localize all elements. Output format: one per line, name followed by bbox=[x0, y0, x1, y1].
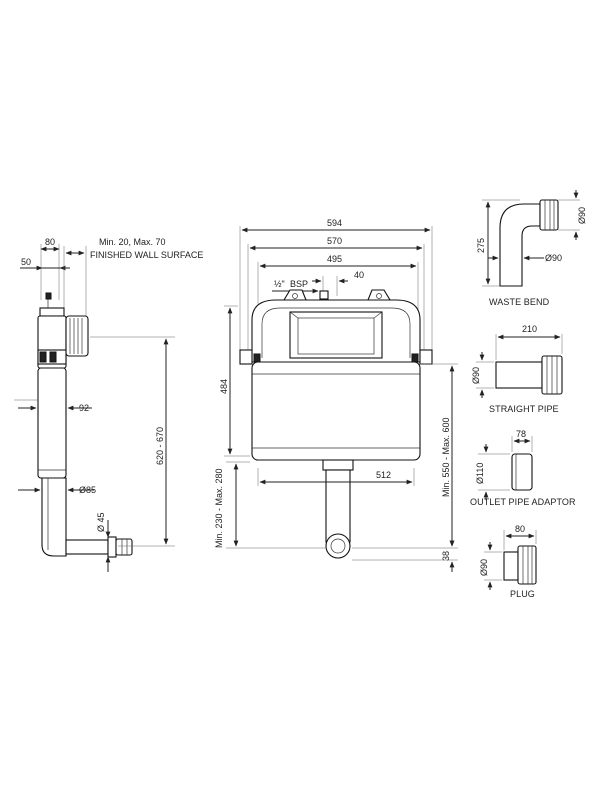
waste-bend-dim-height: 275 bbox=[476, 238, 486, 253]
waste-bend-collar bbox=[539, 199, 559, 231]
straight-pipe-dim-dia: Ø90 bbox=[471, 367, 481, 384]
side-down-pipe bbox=[41, 477, 67, 557]
front-right-rail bbox=[419, 349, 433, 365]
front-dim-right-range: Min. 550 - Max. 600 bbox=[441, 417, 451, 497]
front-view: 594 570 495 40 ½" BSP bbox=[214, 218, 458, 572]
adaptor-caption: OUTLET PIPE ADAPTOR bbox=[470, 497, 576, 507]
side-dim-width: 92 bbox=[79, 403, 89, 413]
front-dim-inner-width: 495 bbox=[327, 254, 342, 264]
front-outlet bbox=[325, 533, 351, 559]
front-dim-bsp: BSP bbox=[290, 279, 308, 289]
waste-bend-caption: WASTE BEND bbox=[489, 297, 550, 307]
side-wall-range: Min. 20, Max. 70 bbox=[99, 237, 166, 247]
front-flush-opening bbox=[289, 311, 383, 359]
side-cistern-lower bbox=[37, 367, 67, 479]
front-left-rail bbox=[239, 349, 253, 365]
plug: 80 Ø90 PLUG bbox=[479, 524, 537, 599]
front-dim-width: 570 bbox=[327, 236, 342, 246]
front-dim-height: 484 bbox=[219, 379, 229, 394]
front-dim-offset: 40 bbox=[354, 270, 364, 280]
side-dim-outlet-dia: Ø 45 bbox=[96, 512, 106, 532]
plug-dim-length: 80 bbox=[515, 524, 525, 534]
side-outlet-pipe bbox=[65, 539, 109, 555]
front-dim-overall-width: 594 bbox=[327, 218, 342, 228]
front-dim-left-range: Min. 230 - Max. 280 bbox=[214, 468, 224, 548]
side-dim-height: 620 - 670 bbox=[155, 427, 165, 465]
waste-bend-body bbox=[499, 203, 541, 287]
front-dim-bottom: 38 bbox=[441, 551, 451, 561]
side-dim-top: 80 bbox=[45, 237, 55, 247]
adaptor-body bbox=[511, 453, 533, 491]
side-outlet-collar bbox=[107, 536, 117, 558]
front-dim-bsp-prefix: ½" bbox=[274, 279, 285, 289]
outlet-pipe-adaptor: 78 Ø110 OUTLET PIPE ADAPTOR bbox=[470, 429, 576, 507]
plug-caption: PLUG bbox=[510, 589, 535, 599]
waste-bend-dim-side-dia: Ø90 bbox=[545, 253, 562, 263]
side-wall-surface: FINISHED WALL SURFACE bbox=[90, 250, 203, 260]
side-view: 80 50 Min. 20, Max. 70 FINISHED WALL SUR… bbox=[14, 237, 203, 572]
side-dim-left: 50 bbox=[21, 257, 31, 267]
side-top-valve bbox=[45, 292, 52, 300]
straight-pipe-caption: STRAIGHT PIPE bbox=[489, 404, 559, 414]
side-top-cap bbox=[39, 307, 65, 317]
front-flush-pipe bbox=[325, 469, 351, 543]
waste-bend: 275 Ø90 Ø90 WASTE BEND bbox=[476, 190, 587, 307]
adaptor-dim-dia: Ø110 bbox=[475, 463, 485, 484]
front-pipe-collar bbox=[322, 459, 354, 471]
side-flush-plate bbox=[65, 315, 89, 357]
plug-collar bbox=[517, 545, 537, 585]
side-outlet-end bbox=[115, 538, 133, 556]
adaptor-dim-length: 78 bbox=[516, 429, 526, 439]
straight-pipe: 210 Ø90 STRAIGHT PIPE bbox=[471, 324, 563, 414]
front-inlet-valve bbox=[319, 290, 329, 300]
straight-pipe-dim-length: 210 bbox=[522, 324, 537, 334]
straight-pipe-body bbox=[495, 361, 543, 389]
plug-body bbox=[503, 551, 519, 581]
front-cistern-tank bbox=[251, 361, 421, 461]
side-dim-pipe-dia: Ø85 bbox=[79, 485, 96, 495]
plug-dim-dia: Ø90 bbox=[479, 559, 489, 576]
front-dim-lower-width: 512 bbox=[376, 470, 391, 480]
waste-bend-dim-top-dia: Ø90 bbox=[577, 207, 587, 224]
